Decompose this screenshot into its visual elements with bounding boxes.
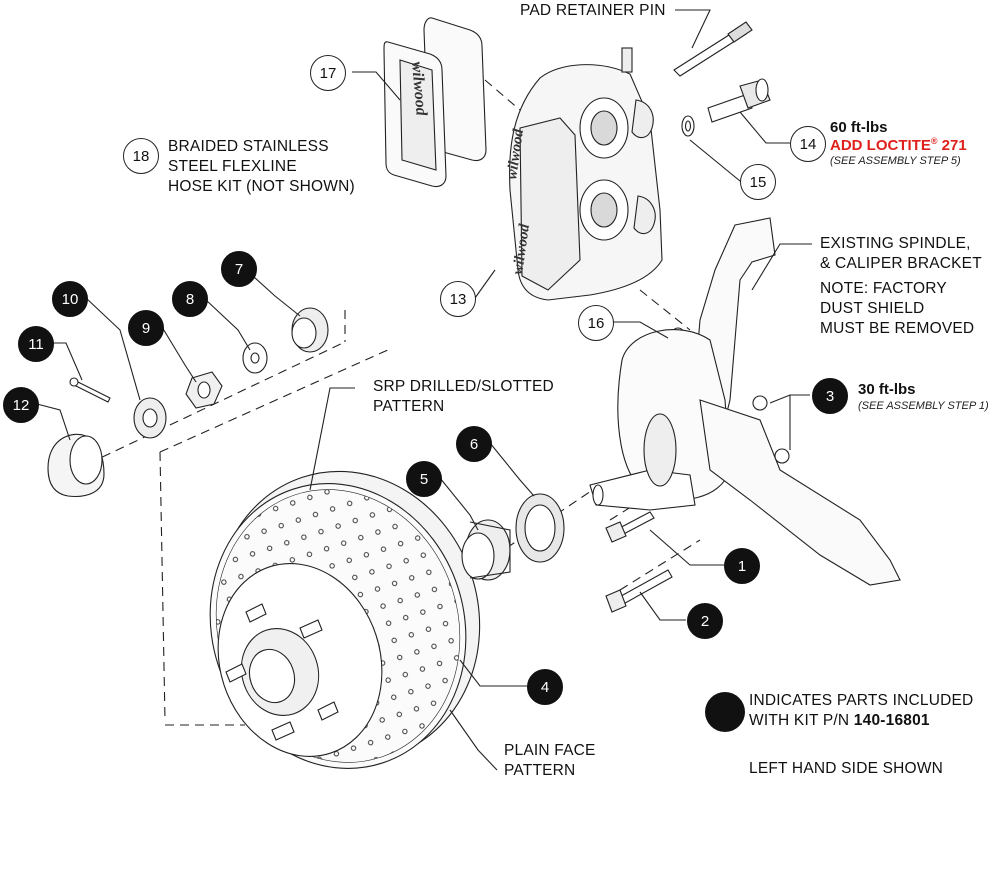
callout-2: 2 <box>687 603 723 639</box>
callout-14: 14 <box>790 126 826 162</box>
washer <box>681 115 695 137</box>
grease-seal <box>515 493 565 563</box>
kit-part-number: 140-16801 <box>853 712 930 729</box>
torque-item3: 30 ft-lbs <box>858 381 916 398</box>
callout-5: 5 <box>406 461 442 497</box>
caliper-mounting-bolt-long <box>605 569 673 613</box>
callout-18: 18 <box>123 138 159 174</box>
nut-lock <box>133 397 167 439</box>
torque-item14: 60 ft-lbs <box>830 119 888 136</box>
pad-retainer-pin-label: PAD RETAINER PIN <box>520 2 666 19</box>
included-parts-legend-dot <box>705 692 745 732</box>
srp-pattern-label: SRP DRILLED/SLOTTED PATTERN <box>373 378 554 415</box>
spindle-washer <box>242 342 268 374</box>
torque-item14-step: (SEE ASSEMBLY STEP 5) <box>830 155 961 167</box>
callout-10: 10 <box>52 281 88 317</box>
inner-bearing <box>461 519 511 581</box>
callout-16: 16 <box>578 305 614 341</box>
loctite-note: ADD LOCTITE® 271 <box>830 136 967 154</box>
dust-shield-note: NOTE: FACTORY DUST SHIELD MUST BE REMOVE… <box>820 280 975 337</box>
callout-8: 8 <box>172 281 208 317</box>
left-hand-side-note: LEFT HAND SIDE SHOWN <box>749 760 944 777</box>
callout-12: 12 <box>3 387 39 423</box>
callout-1: 1 <box>724 548 760 584</box>
callout-13: 13 <box>440 281 476 317</box>
cotter-pin <box>69 377 111 403</box>
dust-cap <box>47 433 105 497</box>
brake-pad: wilwood <box>383 17 487 188</box>
spindle <box>589 217 901 586</box>
outer-bearing <box>291 307 329 353</box>
legend-text: INDICATES PARTS INCLUDED WITH KIT P/N 14… <box>749 692 974 729</box>
callout-3: 3 <box>812 378 848 414</box>
caliper-mounting-bolt <box>605 511 655 543</box>
caliper: wilwood wilwood <box>504 47 663 301</box>
callout-7: 7 <box>221 251 257 287</box>
caliper-bolt <box>707 78 771 123</box>
callout-9: 9 <box>128 310 164 346</box>
callout-6: 6 <box>456 426 492 462</box>
caliper-brand-mark-upper: wilwood <box>504 127 527 180</box>
caliper-brand-mark-lower: wilwood <box>510 222 533 275</box>
flexline-label: BRAIDED STAINLESS STEEL FLEXLINE HOSE KI… <box>168 138 355 195</box>
callout-4: 4 <box>527 669 563 705</box>
pad-brand-mark: wilwood <box>408 61 430 118</box>
callout-17: 17 <box>310 55 346 91</box>
callout-11: 11 <box>18 326 54 362</box>
spindle-label: EXISTING SPINDLE, & CALIPER BRACKET <box>820 235 982 272</box>
callout-15: 15 <box>740 164 776 200</box>
rotor <box>209 470 481 769</box>
torque-item3-step: (SEE ASSEMBLY STEP 1) <box>858 400 989 412</box>
plain-face-pattern-label: PLAIN FACE PATTERN <box>504 742 596 779</box>
pad-retainer-pin <box>673 21 753 77</box>
